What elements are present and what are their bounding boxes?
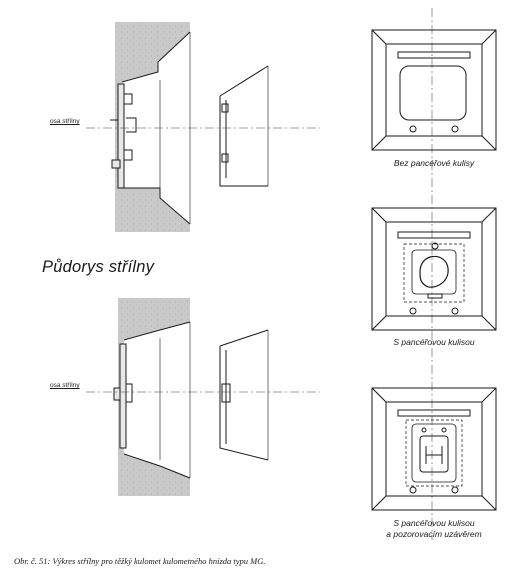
caption-no-shield: Bez pancéřové kulisy bbox=[393, 158, 475, 168]
axis-label-bottom: osa střílny bbox=[50, 382, 80, 389]
caption-shield-shutter-line-1: S pancéřovou kulisou bbox=[393, 518, 475, 528]
figure-caption: Obr. č. 51: Výkres střílny pro těžký kul… bbox=[14, 556, 266, 566]
top-wall-section bbox=[115, 22, 190, 232]
caption-armored-shield: S pancéřovou kulisou bbox=[393, 337, 475, 347]
top-small-plan bbox=[219, 65, 269, 187]
section-heading: Půdorys střílny bbox=[42, 258, 155, 276]
bottom-small-plan bbox=[219, 329, 269, 461]
front-view-no-shield bbox=[371, 29, 497, 151]
front-view-armored-shield bbox=[371, 207, 497, 331]
front-view-shield-and-observation-shutter bbox=[371, 387, 497, 511]
bottom-plan-view bbox=[113, 298, 269, 496]
bottom-wall-section bbox=[118, 298, 190, 496]
top-plan-view bbox=[110, 22, 269, 232]
axis-label-top: osa střílny bbox=[50, 118, 80, 125]
caption-shield-shutter-line-2: a pozorovacím uzávěrem bbox=[386, 529, 482, 539]
